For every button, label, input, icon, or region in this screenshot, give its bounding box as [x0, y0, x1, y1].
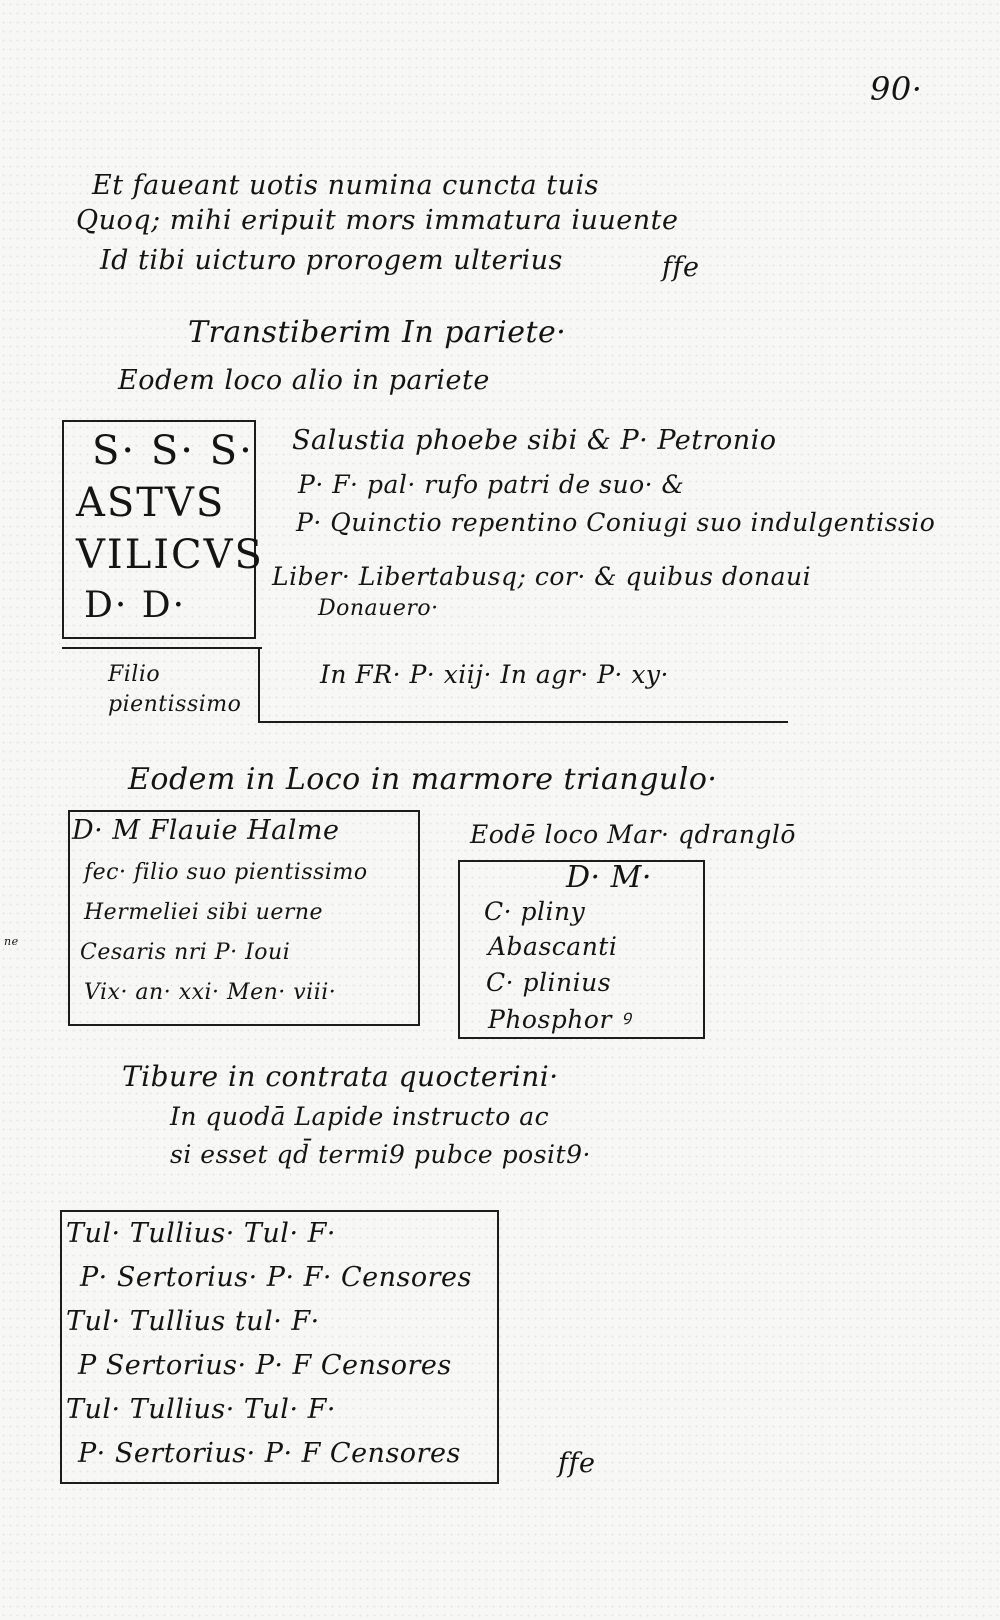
- tullius-line-5: Tul· Tullius· Tul· F·: [66, 1394, 336, 1425]
- flavia-inscription-box: [68, 810, 420, 1026]
- filio-line-1: Filio: [108, 662, 161, 687]
- sss-line-2: ASTVS: [76, 480, 226, 526]
- poem-mark: ffe: [662, 252, 700, 283]
- plinii-inscription-box: [458, 860, 705, 1039]
- sss-line-3: VILICVS: [76, 532, 264, 578]
- salustia-line-3: P· Quinctio repentino Coniugi suo indulg…: [296, 508, 936, 537]
- salustia-line-1: Salustia phoebe sibi & P· Petronio: [292, 425, 777, 456]
- plinii-line-4: C· plinius: [486, 968, 612, 997]
- filio-line-2: pientissimo: [108, 692, 242, 717]
- salustia-line-4: Liber· Libertabusq; cor· & quibus donaui: [272, 562, 812, 591]
- salustia-line-5: Donauero·: [318, 596, 439, 621]
- tullius-line-4: P Sertorius· P· F Censores: [78, 1350, 452, 1381]
- tullius-line-6: P· Sertorius· P· F Censores: [78, 1438, 461, 1469]
- bracket-side: [258, 647, 260, 723]
- plinii-line-2: C· pliny: [484, 897, 586, 926]
- tibure-line-1: Tibure in contrata quocterini·: [122, 1060, 559, 1093]
- margin-note: ne: [4, 935, 19, 948]
- plinii-line-5: Phosphor ꝰ: [488, 1005, 631, 1034]
- plinii-line-3: Abascanti: [488, 932, 618, 961]
- plinii-line-1: D· M·: [566, 860, 652, 895]
- poem-line-1: Et faueant uotis numina cuncta tuis: [92, 170, 599, 201]
- heading-quadrangulo: Eodē loco Mar· qdranglō: [470, 820, 796, 849]
- flavia-line-3: Hermeliei sibi uerne: [84, 900, 324, 925]
- tibure-line-2: In quodā Lapide instructo ac: [170, 1102, 550, 1131]
- salustia-line-6: In FR· P· xiij· In agr· P· xy·: [320, 660, 669, 689]
- end-mark: ffe: [558, 1448, 596, 1479]
- flavia-line-2: fec· filio suo pientissimo: [84, 860, 368, 885]
- flavia-line-4: Cesaris nri P· Ioui: [80, 940, 291, 965]
- heading-transtiberim: Transtiberim In pariete·: [188, 315, 567, 350]
- sss-inscription-box: [62, 420, 256, 639]
- sss-line-4: D· D·: [84, 585, 187, 626]
- bracket-top: [62, 647, 262, 649]
- sss-line-1: S· S· S·: [92, 428, 254, 474]
- salustia-line-2: P· F· pal· rufo patri de suo· &: [298, 470, 685, 499]
- poem-line-2: Quoq; mihi eripuit mors immatura iuuente: [76, 205, 679, 236]
- tullius-line-2: P· Sertorius· P· F· Censores: [80, 1262, 472, 1293]
- flavia-line-1: D· M Flauie Halme: [72, 815, 340, 846]
- page-number: 90·: [870, 70, 923, 108]
- tullius-line-3: Tul· Tullius tul· F·: [66, 1306, 320, 1337]
- tullius-line-1: Tul· Tullius· Tul· F·: [66, 1218, 336, 1249]
- flavia-line-5: Vix· an· xxi· Men· viii·: [84, 980, 337, 1005]
- tibure-line-3: si esset qd̄ termi9 pubce posit9·: [170, 1140, 591, 1169]
- bracket-bottom: [258, 721, 788, 723]
- heading-eodem-loco: Eodem loco alio in pariete: [118, 365, 490, 396]
- poem-line-3: Id tibi uicturo prorogeт ulterius: [100, 245, 563, 276]
- tullius-inscription-box: [60, 1210, 499, 1484]
- heading-triangulo: Eodem in Loco in marmore triangulo·: [128, 762, 718, 797]
